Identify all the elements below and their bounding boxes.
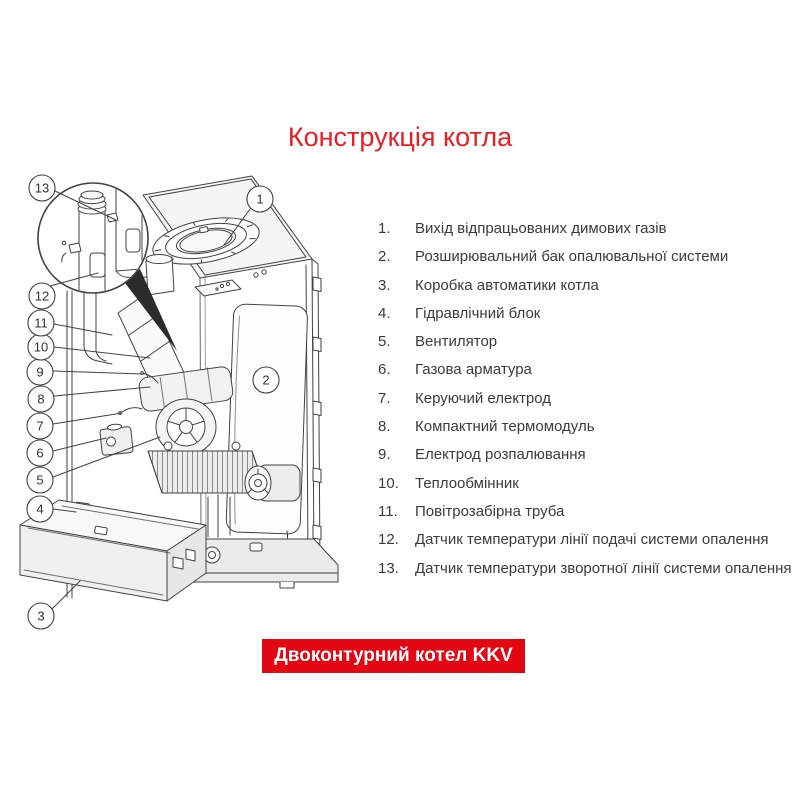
part-label: Керуючий електрод (415, 389, 552, 407)
callout-12: 12 (28, 272, 99, 310)
part-label: Гідравлічний блок (415, 304, 541, 322)
part-label: Розширювальний бак опалювальної системи (415, 248, 729, 266)
callout-1-label: 1 (256, 192, 263, 207)
part-number: 11. (378, 502, 398, 520)
callout-3: 3 (27, 580, 81, 630)
callout-3-label: 3 (37, 609, 44, 624)
callout-10: 10 (27, 333, 151, 361)
part-label: Коробка автоматики котла (415, 276, 599, 294)
callout-7-label: 7 (36, 419, 43, 434)
parts-list-item: 7. Керуючий електрод (378, 390, 793, 407)
callout-6-label: 6 (36, 446, 43, 461)
callout-10-label: 10 (34, 340, 48, 355)
part-label: Повітрозабірна труба (415, 502, 565, 520)
callout-6: 6 (26, 437, 107, 467)
gas-valve (99, 423, 134, 456)
callout-8: 8 (27, 385, 151, 413)
callout-12-label: 12 (35, 289, 49, 304)
callout-9: 9 (26, 358, 145, 386)
part-label: Вихід відпрацьованих димових газів (415, 220, 667, 237)
part-number: 10. (378, 474, 399, 492)
callout-1: 1 (223, 185, 274, 246)
callout-2: 2 (252, 366, 280, 394)
parts-list-item: 8. Компактний термомодуль (378, 418, 793, 435)
parts-list-item: 11. Повітрозабірна труба (378, 503, 793, 520)
part-label: Газова арматура (415, 361, 532, 379)
boiler-diagram: 1 2 3 4 5 6 7 (19, 174, 339, 630)
heat-exchanger (147, 441, 267, 494)
callout-8-label: 8 (37, 392, 44, 407)
callout-4-label: 4 (36, 502, 43, 517)
part-label: Електрод розпалювання (415, 446, 586, 464)
part-label: Компактний термомодуль (415, 418, 595, 436)
control-box (19, 499, 207, 602)
part-number: 3. (378, 276, 391, 294)
pump (244, 464, 301, 502)
callout-7: 7 (26, 412, 123, 440)
part-number: 5. (378, 333, 391, 351)
part-number: 12. (378, 531, 399, 549)
parts-list-item: 1. Вихід відпрацьованих димових газів (378, 220, 793, 237)
part-label: Датчик температури лінії подачі системи … (415, 531, 769, 549)
parts-list-item: 9. Електрод розпалювання (378, 446, 793, 463)
part-number: 2. (378, 248, 391, 266)
parts-list-item: 3. Коробка автоматики котла (378, 277, 793, 294)
part-number: 6. (378, 361, 391, 379)
parts-list-item: 6. Газова арматура (378, 361, 793, 378)
callout-5: 5 (26, 436, 161, 494)
part-number: 7. (378, 389, 391, 407)
callout-5-label: 5 (36, 473, 43, 488)
product-banner-label: Двоконтурний котел KKV (274, 645, 513, 666)
callout-13: 13 (28, 174, 117, 221)
part-label: Датчик температури зворотної лінії систе… (415, 559, 792, 577)
part-number: 8. (378, 418, 391, 436)
page-title: Конструкція котла (287, 122, 513, 152)
parts-list: 1. Вихід відпрацьованих димових газів 2. Р… (378, 220, 793, 588)
callout-2-label: 2 (262, 373, 269, 388)
parts-list-item: 2. Розширювальний бак опалювальної систем… (378, 248, 793, 265)
parts-list-item: 5. Вентилятор (378, 333, 793, 350)
callout-13-label: 13 (35, 181, 49, 196)
callout-4: 4 (26, 495, 77, 523)
parts-list-item: 12. Датчик температури лінії подачі систе… (378, 531, 793, 548)
parts-list-item: 10. Теплообмінник (378, 475, 793, 492)
flue-outlet-collar (152, 217, 260, 265)
callout-9-label: 9 (36, 365, 43, 380)
callout-11: 11 (27, 309, 113, 337)
fan (155, 398, 217, 456)
part-number: 13. (378, 559, 399, 577)
part-label: Вентилятор (415, 333, 498, 351)
part-number: 1. (378, 220, 391, 237)
part-label: Теплообмінник (415, 474, 519, 492)
part-number: 4. (378, 304, 391, 322)
parts-list-item: 4. Гідравлічний блок (378, 305, 793, 322)
parts-list-item: 13. Датчик температури зворотної лінії си… (378, 560, 793, 577)
callout-11-label: 11 (34, 316, 48, 331)
part-number: 9. (378, 446, 391, 464)
product-banner: Двоконтурний котел KKV (262, 639, 525, 673)
